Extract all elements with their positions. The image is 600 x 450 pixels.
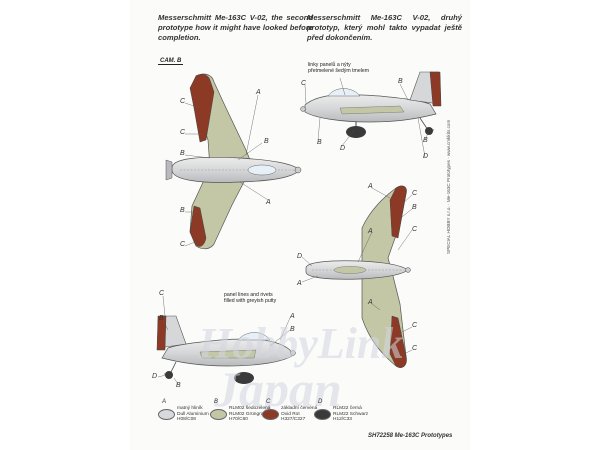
callout-a: A — [297, 280, 302, 287]
callout-c: C — [180, 98, 186, 105]
callout-c: C — [301, 80, 307, 87]
legend-letter-a: A — [162, 399, 167, 405]
callout-c: C — [412, 190, 418, 197]
color-swatch — [158, 409, 175, 420]
callout-b: B — [180, 207, 185, 214]
intro-text-czech: Messerschmitt Me-163C V-02, druhý protot… — [307, 13, 462, 42]
callout-c: C — [180, 241, 186, 248]
legend-text: základní červená Oxid Rot H327/C327 — [281, 406, 318, 423]
callout-a: A — [266, 199, 271, 206]
side-vertical-label: SPECIAL HOBBY s.r.o. · Me-163C Prototype… — [446, 119, 451, 254]
legend-text: RLM22 černá RLM22 Schwarz H12/C33 — [333, 406, 369, 423]
callout-b: B — [180, 150, 185, 157]
callout-b: B — [290, 326, 295, 333]
color-swatch — [262, 409, 279, 420]
callout-d: D — [340, 145, 346, 152]
top-view-upper — [165, 73, 302, 250]
callout-d: D — [297, 253, 303, 260]
callout-d: D — [423, 153, 429, 160]
color-swatch — [210, 409, 227, 420]
callout-c: C — [180, 129, 186, 136]
color-swatch — [314, 409, 331, 420]
instruction-sheet — [130, 0, 470, 450]
callout-d: D — [152, 373, 158, 380]
callout-b: B — [412, 204, 417, 211]
callout-b: B — [264, 138, 269, 145]
side-view-lower — [156, 315, 296, 384]
callout-a: A — [368, 299, 373, 306]
callout-c: C — [159, 290, 165, 297]
intro-text-english: Messerschmitt Me-163C V-02, the second p… — [158, 13, 313, 42]
legend-letter-c: C — [266, 399, 271, 405]
note-panel-lines-czech: linky panelů a nýty přetmelené šedým tme… — [308, 62, 370, 75]
legend-letter-d: D — [318, 399, 323, 405]
legend-letter-b: B — [214, 399, 219, 405]
callout-b: B — [423, 137, 428, 144]
side-vertical-text: SPECIAL HOBBY s.r.o. · Me-163C Prototype… — [430, 120, 460, 260]
camo-badge: CAM. B — [158, 58, 184, 65]
callout-b: B — [317, 139, 322, 146]
callout-b: B — [176, 382, 181, 389]
callout-a: A — [368, 228, 373, 235]
callout-b: B — [398, 78, 403, 85]
callout-a: A — [256, 89, 261, 96]
callout-c: C — [412, 345, 418, 352]
legend-text: RLM02 šedozelená RLM02 Grüngrau H70/C60 — [229, 406, 271, 423]
callout-c: C — [412, 322, 418, 329]
callout-b: B — [159, 315, 164, 322]
note-panel-lines-english: panel lines and rivets filled with greyi… — [224, 292, 277, 305]
callout-a: A — [290, 313, 295, 320]
leader-lines — [157, 77, 429, 385]
callout-a: A — [368, 183, 373, 190]
callout-c: C — [412, 226, 418, 233]
bottom-view-lower — [305, 185, 411, 368]
footer-title: SH72258 Me-163C Prototypes — [368, 433, 453, 439]
legend-text: matný hliník Dull Aluminium H08/C08 — [177, 406, 209, 423]
